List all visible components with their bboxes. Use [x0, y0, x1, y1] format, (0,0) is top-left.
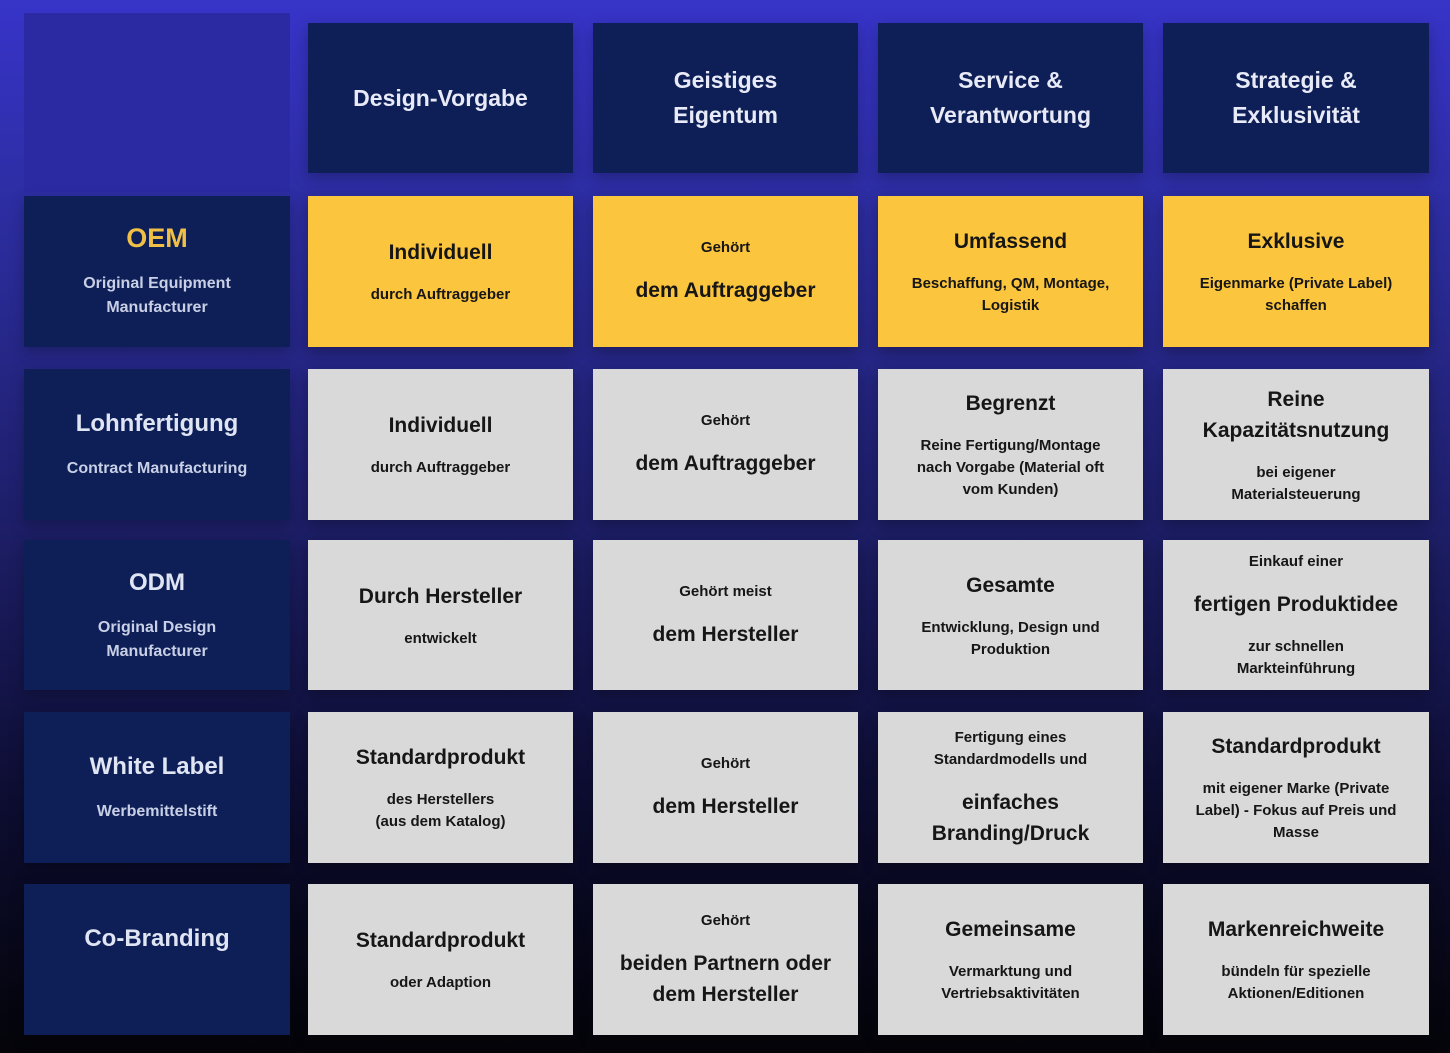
cell-text-small: entwickelt	[404, 629, 477, 647]
cell-text-large: Umfassend	[953, 230, 1068, 253]
column-header-3: Service & Verantwortung	[878, 23, 1143, 173]
cell-text-large: fertigen Produktidee	[1193, 592, 1399, 616]
row-title: Lohnfertigung	[75, 410, 239, 437]
cell-text-small: Eigenmarke (Private Label) schaffen	[1199, 275, 1393, 314]
cell-text-large: Individuell	[388, 414, 493, 437]
matrix-cell: Markenreichweite bündeln für spezielle Ak…	[1163, 884, 1429, 1035]
cell-text-small: durch Auftraggeber	[370, 286, 511, 303]
cell-text-large: Exklusive	[1247, 230, 1345, 253]
row-subtitle: Original Design Manufacturer	[97, 618, 217, 660]
cell-text-small: Entwicklung, Design und Produktion	[921, 618, 1100, 658]
cell-text-small: durch Auftraggeber	[370, 459, 511, 476]
matrix-cell: Standardprodukt mit eigener Marke (Privat…	[1163, 712, 1429, 863]
cell-text-small: Beschaffung, QM, Montage, Logistik	[911, 275, 1110, 314]
row-subtitle: Contract Manufacturing	[66, 460, 248, 477]
cell-text-large: Standardprodukt	[355, 929, 526, 952]
matrix-cell: Einkauf einer fertigen Produktidee zur sch…	[1163, 540, 1429, 690]
row-subtitle: Original Equipment Manufacturer	[83, 275, 231, 316]
matrix-cell: Gehört meist dem Hersteller	[593, 540, 858, 690]
column-header-1: Design-Vorgabe	[308, 23, 573, 173]
cell-text-large: beiden Partnern oder dem Hersteller	[619, 951, 832, 1006]
cell-text-small: Gehört	[700, 755, 751, 772]
cell-text-small: Gehört	[700, 239, 751, 256]
column-header-label: Eigentum	[673, 102, 778, 128]
cell-text-small: Gehört	[700, 412, 751, 429]
column-header-label: Verantwortung	[929, 102, 1091, 128]
cell-text-large: Begrenzt	[965, 392, 1056, 415]
cell-text-large: Standardprodukt	[355, 746, 526, 769]
column-header-label: Service &	[958, 67, 1063, 93]
row-title: White Label	[89, 753, 225, 780]
cell-text-large: Standardprodukt	[1211, 735, 1381, 758]
row-header-co-branding: Co-Branding	[24, 884, 290, 1035]
row-header-odm: ODM Original Design Manufacturer	[24, 540, 290, 690]
matrix-cell: Gehört dem Auftraggeber	[593, 369, 858, 520]
matrix-cell: Gehört dem Auftraggeber	[593, 196, 858, 347]
row-title: OEM	[126, 223, 188, 253]
cell-text-large: Markenreichweite	[1207, 918, 1385, 941]
matrix-cell: Standardprodukt des Herstellers (aus dem …	[308, 712, 573, 863]
matrix-cell: Individuell durch Auftraggeber	[308, 369, 573, 520]
cell-text-small: bei eigener Materialsteuerung	[1231, 463, 1361, 503]
column-header-label: Exklusivität	[1232, 102, 1360, 128]
cell-text-small: Vermarktung und Vertriebsaktivitäten	[941, 963, 1080, 1002]
cell-text-small: oder Adaption	[389, 974, 492, 991]
row-subtitle: Werbemittelstift	[96, 803, 218, 820]
cell-text-large: dem Hersteller	[652, 622, 799, 646]
cell-text-large: dem Hersteller	[652, 795, 799, 818]
cell-text-large: Gemeinsame	[945, 918, 1076, 941]
matrix-cell: Standardprodukt oder Adaption	[308, 884, 573, 1035]
row-header-oem: OEM Original Equipment Manufacturer	[24, 196, 290, 347]
cell-text-small: Einkauf einer	[1248, 552, 1344, 570]
cell-text-small: zur schnellen Markteinführung	[1236, 637, 1356, 677]
matrix-cell: Gehört beiden Partnern oder dem Herstelle…	[593, 884, 858, 1035]
column-header-label: Geistiges	[673, 67, 778, 93]
matrix-cell: Individuell durch Auftraggeber	[308, 196, 573, 347]
corner-cell	[24, 13, 290, 192]
matrix-cell: Fertigung eines Standardmodells und einfa…	[878, 712, 1143, 863]
cell-text-small: Gehört	[700, 911, 751, 929]
matrix-cell: Gehört dem Hersteller	[593, 712, 858, 863]
matrix-cell: Reine Kapazitätsnutzung bei eigener Mater…	[1163, 369, 1429, 520]
cell-text-small: Reine Fertigung/Montage nach Vorgabe (Ma…	[916, 437, 1105, 498]
row-title: ODM	[129, 568, 185, 596]
row-title: Co-Branding	[84, 925, 230, 952]
cell-text-large: dem Auftraggeber	[635, 452, 816, 475]
cell-text-small: Gehört meist	[679, 582, 772, 600]
cell-text-large: Durch Hersteller	[358, 584, 523, 608]
column-header-label: Strategie &	[1235, 67, 1357, 93]
cell-text-large: Reine Kapazitätsnutzung	[1202, 387, 1390, 442]
cell-text-large: Individuell	[388, 241, 493, 264]
cell-text-large: einfaches Branding/Druck	[931, 790, 1090, 845]
matrix-cell: Durch Hersteller entwickelt	[308, 540, 573, 690]
cell-text-large: dem Auftraggeber	[635, 279, 816, 302]
column-header-4: Strategie & Exklusivität	[1163, 23, 1429, 173]
column-header-label: Design-Vorgabe	[353, 84, 528, 111]
cell-text-small: mit eigener Marke (Private Label) - Foku…	[1195, 780, 1397, 841]
cell-text-small: bündeln für spezielle Aktionen/Editionen	[1221, 963, 1371, 1002]
cell-text-small: des Herstellers (aus dem Katalog)	[375, 791, 506, 830]
cell-text-large: Gesamte	[966, 573, 1055, 597]
cell-text-small: Fertigung eines Standardmodells und	[933, 728, 1088, 768]
